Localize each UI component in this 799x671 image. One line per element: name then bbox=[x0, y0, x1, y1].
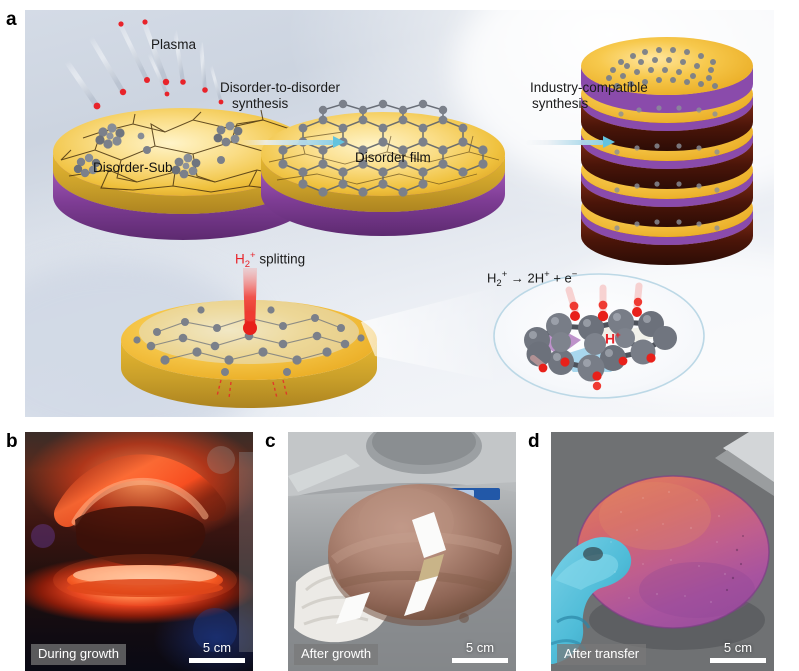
panel-c-photo: After growth 5 cm bbox=[288, 432, 516, 671]
panel-b-scale-label: 5 cm bbox=[202, 639, 232, 655]
process-arrow-1-head bbox=[333, 136, 345, 148]
equation-electron: e bbox=[564, 270, 572, 286]
proton-label-sup: + bbox=[615, 330, 621, 341]
panel-c-content bbox=[288, 432, 516, 671]
process-arrow-2 bbox=[525, 136, 615, 148]
process-arrow-2-bar bbox=[525, 140, 604, 145]
panel-b-glow-overlay bbox=[31, 446, 253, 652]
wafer-middle-group bbox=[261, 99, 505, 236]
h2-splitting-species: H bbox=[235, 251, 245, 267]
panel-b-caption: During growth bbox=[31, 643, 126, 665]
plasma-label: Plasma bbox=[151, 37, 197, 52]
process-arrow-2-head bbox=[603, 136, 615, 148]
panel-b-scalebar-group: 5 cm bbox=[189, 639, 245, 663]
equation-lhs-sup: + bbox=[501, 269, 508, 280]
panel-c-scalebar-group: 5 cm bbox=[452, 639, 508, 663]
h2-splitting-word: splitting bbox=[259, 251, 306, 267]
honeycomb-film bbox=[278, 99, 488, 197]
panel-d-scale-label: 5 cm bbox=[723, 639, 753, 655]
equation-lhs-sub: 2 bbox=[496, 277, 502, 289]
h2-splitting-superscript: + bbox=[250, 250, 256, 261]
panel-letter-b: b bbox=[6, 431, 18, 452]
panel-c-scale-bar bbox=[452, 658, 508, 663]
reaction-equation: H2+ → 2H+ + e− bbox=[487, 269, 577, 290]
panel-d-caption: After transfer bbox=[557, 643, 647, 665]
molecular-inset-group bbox=[493, 273, 705, 399]
panel-c-scale-label: 5 cm bbox=[465, 639, 495, 655]
equation-rhs-sup: + bbox=[544, 269, 550, 280]
plasma-beams-group bbox=[53, 17, 753, 408]
panel-a-schematic: Plasma Disorder-to-disorder synthesis In… bbox=[25, 10, 774, 417]
arrow1-label-line1: Disorder-to-disorder bbox=[220, 80, 341, 95]
panel-letter-c: c bbox=[265, 431, 276, 452]
proton-label-species: H bbox=[605, 330, 616, 347]
arrow1-label-line2: synthesis bbox=[232, 96, 289, 111]
equation-arrow-glyph: → bbox=[510, 270, 524, 286]
h2-splitting-label: H2+ splitting bbox=[235, 250, 305, 271]
arrow2-label-line2: synthesis bbox=[532, 96, 589, 111]
panel-d-content bbox=[551, 432, 774, 671]
wafer-left-group bbox=[53, 108, 313, 240]
equation-electron-sup: − bbox=[571, 269, 578, 280]
panel-d-photo: After transfer 5 cm bbox=[551, 432, 774, 671]
equation-lhs: H bbox=[487, 270, 497, 286]
equation-rhs: 2H bbox=[527, 270, 545, 286]
wafer-bottom-group bbox=[121, 268, 377, 408]
equation-plus-sign: + bbox=[553, 270, 561, 286]
h2-splitting-subscript: 2 bbox=[244, 259, 251, 271]
process-arrow-1-bar bbox=[240, 140, 334, 145]
panel-letter-d: d bbox=[528, 431, 540, 452]
proton-label: H+ bbox=[605, 330, 621, 348]
disorder-film-label: Disorder film bbox=[355, 150, 431, 165]
process-arrow-1 bbox=[240, 136, 345, 148]
wafer-stack-group bbox=[581, 37, 753, 265]
panel-letter-a: a bbox=[6, 9, 17, 30]
panel-b-scale-bar bbox=[189, 658, 245, 663]
panel-d-scalebar-group: 5 cm bbox=[710, 639, 766, 663]
panel-b-photo: During growth 5 cm bbox=[25, 432, 253, 671]
panel-c-caption: After growth bbox=[294, 643, 379, 665]
disorder-sub-label: Disorder-Sub bbox=[93, 160, 173, 175]
carbon-clusters-left bbox=[73, 121, 243, 179]
arrow2-label-line1: Industry-compatible bbox=[530, 80, 648, 95]
panel-d-scale-bar bbox=[710, 658, 766, 663]
